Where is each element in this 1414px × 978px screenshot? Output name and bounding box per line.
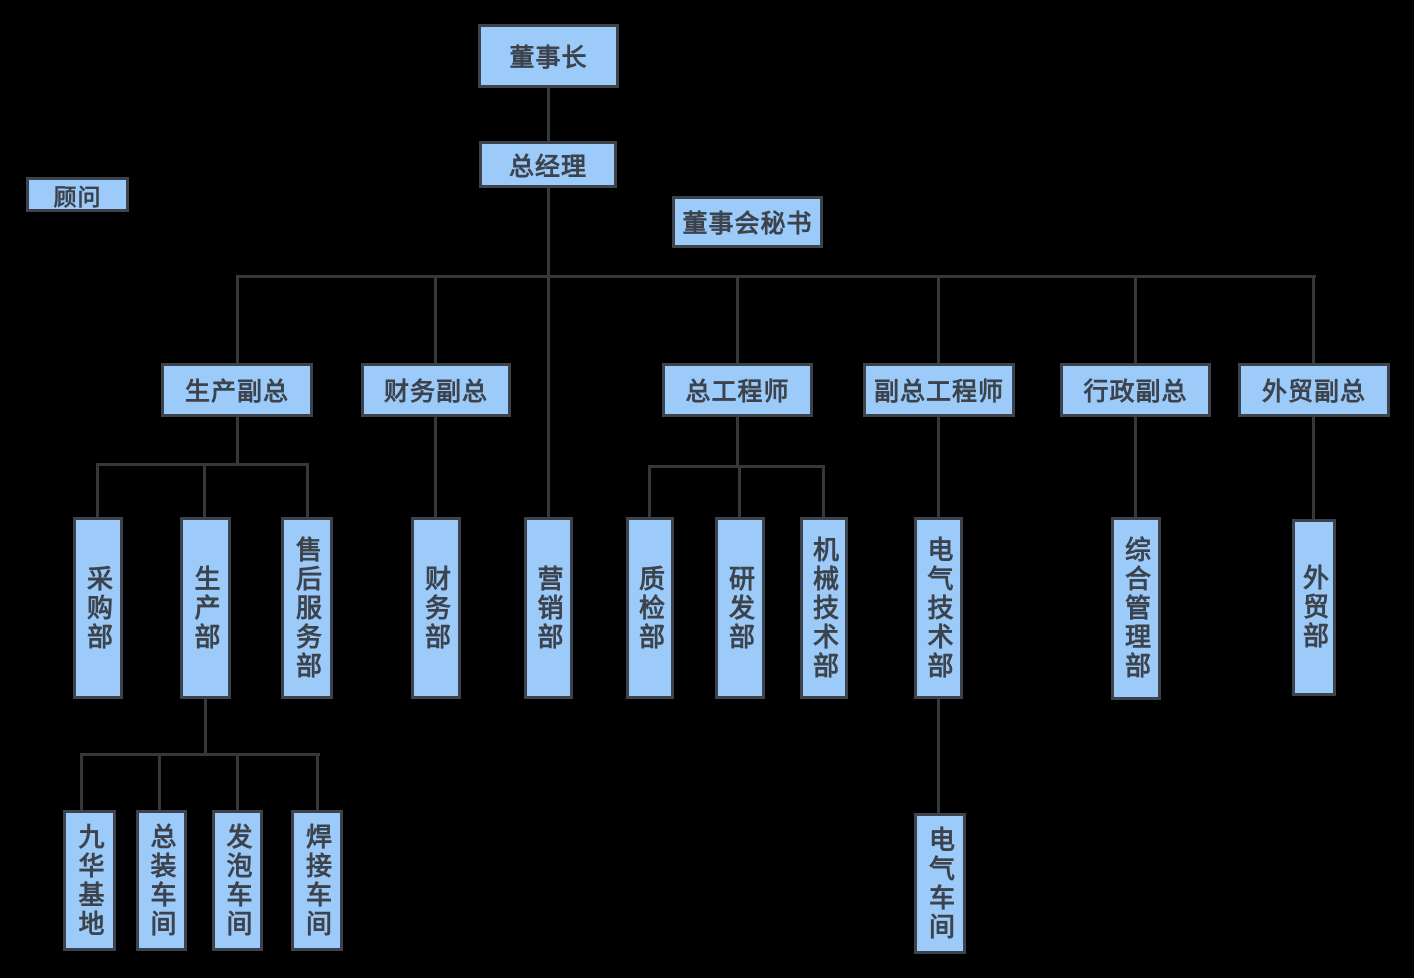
node-label: 总装车间: [147, 822, 178, 939]
node-label: 营销部: [534, 564, 565, 652]
node-label: 生产部: [191, 564, 222, 652]
node-label: 顾问: [53, 183, 102, 210]
connector: [822, 468, 825, 517]
connector: [736, 278, 739, 363]
connector: [648, 465, 825, 468]
node-board-secretary[interactable]: 董事会秘书: [672, 196, 823, 248]
node-label: 采购部: [83, 564, 114, 652]
connector: [80, 753, 320, 756]
node-finance-vp[interactable]: 财务副总: [361, 363, 511, 417]
node-admin-vp[interactable]: 行政副总: [1060, 363, 1211, 417]
connector: [937, 699, 940, 813]
connector: [1134, 278, 1137, 363]
node-label: 焊接车间: [302, 822, 333, 939]
connector: [547, 88, 550, 141]
connector: [1134, 417, 1137, 517]
node-foaming-workshop[interactable]: 发泡车间: [212, 810, 263, 951]
connector: [236, 278, 239, 363]
node-chief-engineer[interactable]: 总工程师: [662, 363, 813, 417]
connector: [434, 278, 437, 363]
node-advisor[interactable]: 顾问: [26, 177, 129, 212]
node-production-dept[interactable]: 生产部: [180, 517, 231, 699]
connector: [937, 417, 940, 517]
node-welding-workshop[interactable]: 焊接车间: [291, 810, 343, 951]
connector: [316, 756, 319, 810]
connector: [648, 468, 651, 517]
node-finance-dept[interactable]: 财务部: [411, 517, 461, 699]
node-jiuhua-base[interactable]: 九华基地: [63, 810, 116, 951]
node-label: 行政副总: [1083, 378, 1188, 406]
node-label: 外贸部: [1299, 564, 1330, 651]
node-label: 发泡车间: [223, 822, 254, 939]
node-electrical-tech-dept[interactable]: 电气技术部: [914, 517, 963, 699]
node-label: 九华基地: [75, 822, 106, 939]
node-label: 生产副总: [184, 378, 289, 406]
node-production-vp[interactable]: 生产副总: [161, 363, 313, 417]
node-label: 总工程师: [685, 378, 790, 406]
node-deputy-chief-engineer[interactable]: 副总工程师: [863, 363, 1015, 417]
connector: [236, 275, 1316, 278]
node-marketing-dept[interactable]: 营销部: [524, 517, 573, 699]
node-assembly-workshop[interactable]: 总装车间: [136, 810, 187, 951]
node-label: 总经理: [508, 152, 587, 181]
node-label: 财务副总: [383, 378, 488, 406]
connector: [236, 756, 239, 810]
node-label: 外贸副总: [1261, 378, 1366, 406]
connector: [937, 278, 940, 363]
connector: [547, 188, 550, 517]
connector: [96, 463, 309, 466]
node-label: 售后服务部: [292, 535, 323, 681]
node-label: 董事长: [509, 44, 588, 72]
node-general-manager[interactable]: 总经理: [479, 141, 617, 188]
node-label: 机械技术部: [809, 535, 840, 681]
connector: [203, 466, 206, 517]
node-after-sales-dept[interactable]: 售后服务部: [281, 517, 333, 699]
node-quality-dept[interactable]: 质检部: [626, 517, 674, 699]
node-mechanical-tech-dept[interactable]: 机械技术部: [800, 517, 848, 699]
connector: [1312, 417, 1315, 519]
node-label: 质检部: [635, 564, 666, 652]
node-foreign-trade-dept[interactable]: 外贸部: [1292, 519, 1336, 696]
connector: [1312, 278, 1315, 363]
connector: [736, 417, 739, 468]
connector: [236, 417, 239, 466]
connector: [80, 756, 83, 810]
connector: [434, 417, 437, 517]
connector: [204, 699, 207, 756]
node-label: 电气车间: [925, 825, 956, 942]
node-label: 副总工程师: [873, 378, 1004, 406]
connector: [738, 468, 741, 517]
node-label: 董事会秘书: [682, 210, 813, 238]
node-label: 财务部: [421, 564, 452, 652]
connector: [306, 466, 309, 517]
node-electrical-workshop[interactable]: 电气车间: [914, 813, 966, 954]
node-label: 研发部: [725, 564, 756, 652]
node-label: 电气技术部: [924, 535, 955, 681]
node-chairman[interactable]: 董事长: [478, 24, 619, 88]
node-foreign-trade-vp[interactable]: 外贸副总: [1238, 363, 1390, 417]
node-label: 综合管理部: [1121, 536, 1152, 681]
node-rd-dept[interactable]: 研发部: [715, 517, 765, 699]
connector: [96, 466, 99, 517]
node-general-mgmt-dept[interactable]: 综合管理部: [1111, 517, 1161, 700]
connector: [158, 756, 161, 810]
node-purchasing-dept[interactable]: 采购部: [73, 517, 123, 699]
